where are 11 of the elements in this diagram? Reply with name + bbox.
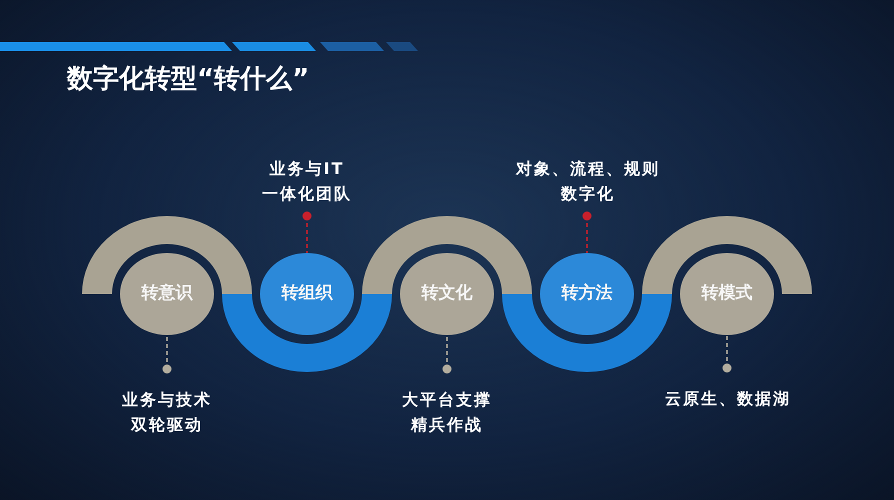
annotation-text: 对象、流程、规则数字化 [513, 156, 663, 206]
annotation-text: 大平台支撑精兵作战 [401, 387, 493, 437]
annotation-text: 业务与技术双轮驱动 [121, 387, 213, 437]
page-title: 数字化转型“转什么” [67, 63, 310, 95]
annotation-text: 业务与IT一体化团队 [261, 156, 353, 206]
stage-circle: 转方法 [540, 253, 634, 335]
stage-circle: 转意识 [120, 253, 214, 335]
stage-circle: 转组织 [260, 253, 354, 335]
annotation-text: 云原生、数据湖 [658, 386, 798, 411]
stage-circle: 转模式 [680, 253, 774, 335]
stage-circle: 转文化 [400, 253, 494, 335]
